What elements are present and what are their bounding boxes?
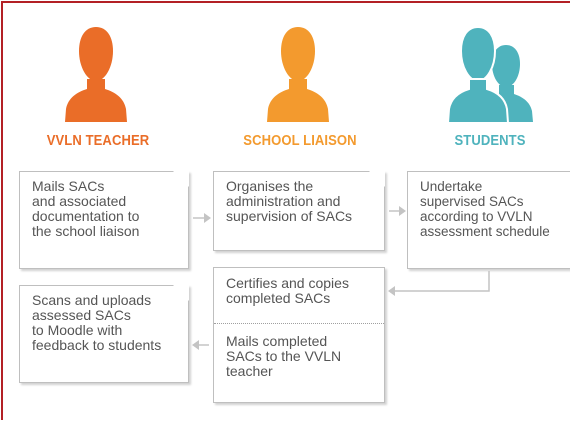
student-front-body — [449, 78, 510, 123]
step-liaison-organise-text: Organises the administration and supervi… — [226, 178, 353, 224]
liaison-head — [281, 27, 315, 81]
liaison-person-icon — [267, 27, 329, 122]
step-liaison-certify-text: Certifies and copies completed SACs — [226, 275, 349, 306]
liaison-body — [267, 79, 329, 122]
page-fold — [173, 171, 189, 187]
arrowhead-students-to-certify — [388, 286, 395, 296]
step-teacher-mail-text: Mails SACs and associated documentation … — [32, 178, 140, 239]
step-students-undertake-text: Undertake supervised SACs according to V… — [420, 179, 550, 239]
step-divider — [214, 323, 384, 324]
arrow-students-to-certify — [393, 271, 490, 292]
student-back-head — [492, 45, 520, 87]
step-liaison-organise-box: Organises the administration and supervi… — [213, 171, 385, 251]
flow-arrows — [192, 206, 490, 350]
step-liaison-mail-text: Mails completed SACs to the VVLN teacher — [226, 333, 342, 379]
arrowhead-teacher-to-liaison — [204, 213, 211, 223]
arrowhead-liaison-to-students — [399, 206, 406, 216]
step-liaison-certify-box: Certifies and copies completed SACs Mail… — [213, 267, 385, 403]
teacher-head — [79, 27, 113, 81]
step-teacher-scan-text: Scans and uploads assessed SACs to Moodl… — [32, 292, 162, 353]
students-group-icon — [449, 25, 533, 123]
students-title: STUDENTS — [454, 133, 526, 149]
step-students-undertake-box: Undertake supervised SACs according to V… — [407, 171, 570, 269]
arrowhead-mail-to-teacher — [192, 340, 199, 350]
page-fold — [173, 285, 189, 301]
teacher-body — [65, 79, 127, 122]
liaison-title: SCHOOL LIAISON — [243, 133, 357, 149]
step-teacher-scan-box: Scans and uploads assessed SACs to Moodl… — [19, 285, 189, 383]
teacher-title: VVLN TEACHER — [46, 133, 150, 149]
teacher-person-icon — [65, 27, 127, 122]
step-teacher-mail-box: Mails SACs and associated documentation … — [19, 171, 189, 269]
page-fold — [369, 171, 385, 187]
